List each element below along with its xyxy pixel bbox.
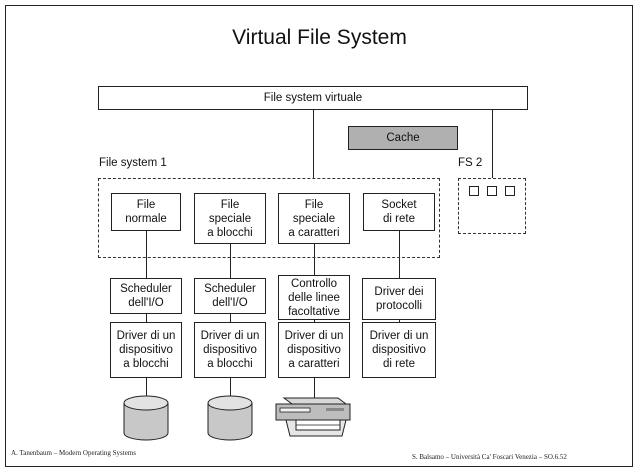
driver-protocolli-box: Driver dei protocolli — [362, 278, 436, 320]
connector-col4-b — [399, 320, 400, 322]
disk-icon — [123, 395, 169, 441]
connector-col3-c — [314, 378, 315, 398]
fs2-square-icon — [469, 186, 479, 196]
driver-rete-box: Driver di un dispositivo di rete — [362, 322, 436, 378]
vfs-box: File system virtuale — [98, 86, 528, 110]
fs1-region — [98, 178, 440, 258]
footer-right: S. Balsamo – Università Ca' Foscari Vene… — [412, 453, 567, 461]
footer-left: A. Tanenbaum – Modern Operating Systems — [11, 449, 136, 457]
file-normale-box: File normale — [111, 193, 181, 231]
slide-title: Virtual File System — [232, 26, 407, 49]
scheduler-io-box: Scheduler dell'I/O — [110, 278, 182, 314]
disk-icon — [207, 395, 253, 441]
controllo-linee-box: Controllo delle linee facoltative — [278, 275, 350, 320]
fs1-label: File system 1 — [99, 157, 167, 169]
scheduler-io-box: Scheduler dell'I/O — [194, 278, 266, 314]
connector-col3-b — [314, 320, 315, 322]
fs2-region — [458, 178, 526, 234]
cache-box: Cache — [348, 126, 458, 150]
driver-blocchi-box: Driver di un dispositivo a blocchi — [110, 322, 182, 378]
socket-rete-box: Socket di rete — [363, 193, 435, 231]
printer-icon — [275, 397, 351, 437]
connector-col2-c — [230, 378, 231, 397]
connector-col2-a — [230, 244, 231, 278]
file-speciale-caratteri-box: File speciale a caratteri — [278, 193, 350, 244]
driver-blocchi-box: Driver di un dispositivo a blocchi — [194, 322, 266, 378]
fs2-square-icon — [505, 186, 515, 196]
driver-caratteri-box: Driver di un dispositivo a caratteri — [278, 322, 350, 378]
connector-vfs-fs2 — [492, 110, 493, 178]
connector-col4-a — [399, 231, 400, 278]
connector-col1-b — [146, 314, 147, 322]
connector-col1-a — [146, 231, 147, 278]
connector-col3-a — [314, 244, 315, 275]
file-speciale-blocchi-box: File speciale a blocchi — [194, 193, 266, 244]
connector-vfs-fs1 — [313, 110, 314, 178]
connector-col2-b — [230, 314, 231, 322]
fs2-square-icon — [487, 186, 497, 196]
fs2-label: FS 2 — [458, 157, 483, 169]
connector-col1-c — [146, 378, 147, 397]
